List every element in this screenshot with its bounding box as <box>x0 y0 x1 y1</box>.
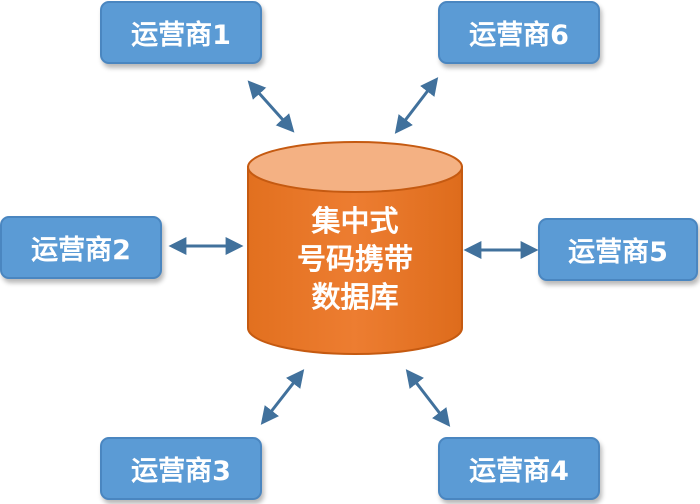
database-label-line1: 集中式 <box>311 204 399 238</box>
arrow-op6 <box>394 77 439 134</box>
operator-box-1: 运营商1 <box>100 1 262 64</box>
database-label: 集中式 号码携带 数据库 <box>245 202 465 316</box>
database-label-line2: 号码携带 <box>296 242 413 276</box>
operator-label-5: 运营商5 <box>568 237 668 268</box>
operator-box-5: 运营商5 <box>538 218 698 281</box>
operator-box-3: 运营商3 <box>100 437 262 500</box>
operator-label-6: 运营商6 <box>469 20 569 51</box>
operator-label-4: 运营商4 <box>469 456 569 487</box>
arrow-op1 <box>247 80 295 133</box>
arrow-op3 <box>260 369 305 425</box>
arrow-op4 <box>405 369 451 427</box>
operator-box-6: 运营商6 <box>438 1 600 64</box>
database-cylinder <box>247 141 463 355</box>
operator-label-1: 运营商1 <box>131 20 231 51</box>
operator-box-4: 运营商4 <box>438 437 600 500</box>
operator-label-2: 运营商2 <box>31 235 131 266</box>
database-label-line3: 数据库 <box>311 280 399 314</box>
operator-label-3: 运营商3 <box>131 456 231 487</box>
operator-box-2: 运营商2 <box>0 216 162 279</box>
